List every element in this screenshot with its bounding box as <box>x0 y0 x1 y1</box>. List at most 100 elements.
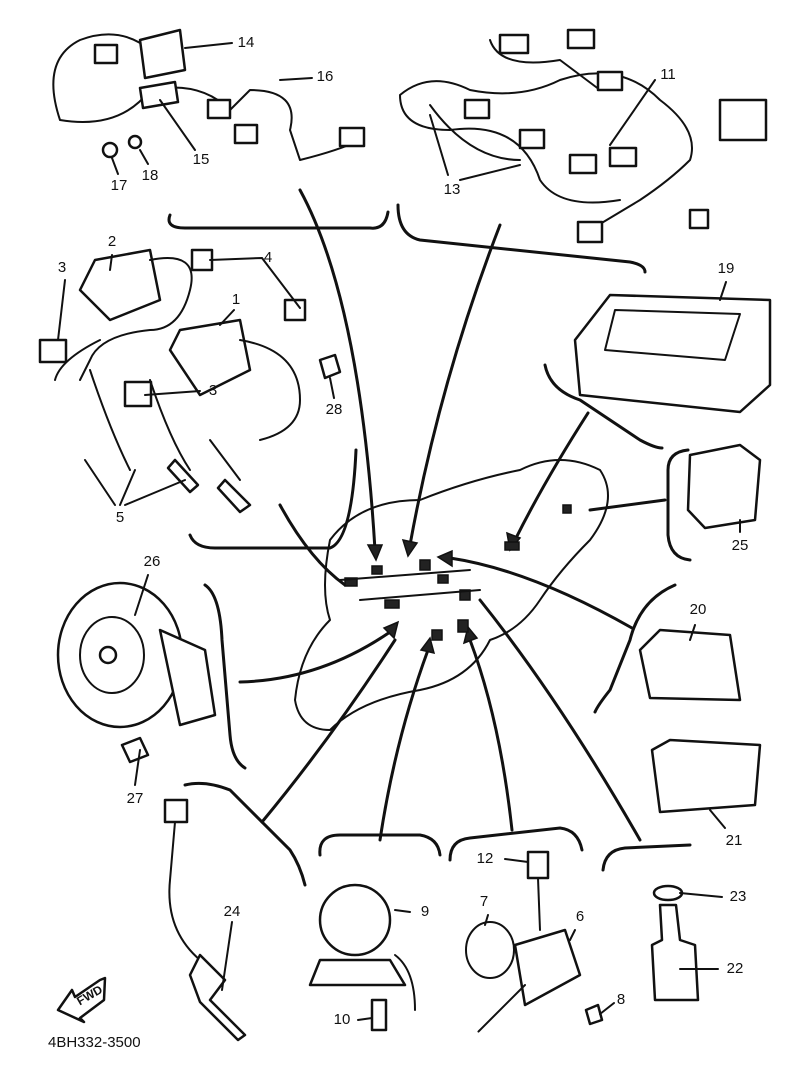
part-number-label: 19 <box>718 260 735 277</box>
bolt-27 <box>120 736 150 764</box>
horn-bracket <box>158 628 217 727</box>
connector <box>93 43 119 65</box>
part-number-label: 26 <box>144 553 161 570</box>
leader-arrow <box>588 498 667 512</box>
arrowhead-icon <box>401 538 419 558</box>
part-number-label: 7 <box>480 893 488 910</box>
o-ring-7 <box>465 921 515 979</box>
wire-harness <box>399 39 693 231</box>
connector <box>518 128 546 150</box>
parts <box>38 28 772 1042</box>
part-number-label: 27 <box>127 790 144 807</box>
leader-arrow <box>468 638 514 832</box>
ignition-coil-2 <box>78 248 162 322</box>
clamp-28 <box>318 353 342 380</box>
part-number-label: 13 <box>444 181 461 198</box>
drawing-code: 4BH332-3500 <box>48 1034 141 1051</box>
ecu-19 <box>573 293 772 414</box>
leader-arrow <box>278 503 347 587</box>
part-number-label: 12 <box>477 850 494 867</box>
relay-3 <box>38 338 68 364</box>
bolt-10 <box>370 998 388 1032</box>
connector <box>576 220 604 244</box>
connector <box>688 208 710 230</box>
bike-mounted-parts <box>339 504 572 641</box>
bracket-relay <box>666 448 692 562</box>
part-number-label: 11 <box>660 66 676 83</box>
part-number-label: 28 <box>326 401 343 418</box>
thermo-switch-22 <box>650 903 700 1002</box>
connector-12 <box>526 850 550 880</box>
relay-21 <box>650 738 762 814</box>
part-number-label: 6 <box>576 908 584 925</box>
connector <box>498 33 530 55</box>
ignition-coil-1 <box>168 318 252 397</box>
horn-26 <box>56 581 184 729</box>
sensor-lead <box>168 821 201 961</box>
part-number-label: 10 <box>334 1011 351 1028</box>
rectifier-regulator-20 <box>638 628 742 702</box>
brake-switch <box>138 28 187 80</box>
part-number-label: 22 <box>727 960 744 977</box>
arrowhead-icon <box>366 544 384 562</box>
spark-plug-leads <box>54 257 301 481</box>
bracket-switch-group <box>167 210 390 230</box>
part-number-label: 9 <box>421 903 429 920</box>
part-number-label: 25 <box>732 537 749 554</box>
connector <box>233 123 259 145</box>
connector <box>463 98 491 120</box>
leader-arrow <box>478 598 642 842</box>
washer <box>127 134 143 150</box>
plug-cap <box>216 478 252 514</box>
motorcycle-frame-outline <box>294 459 609 731</box>
part-number-label: 5 <box>116 509 124 526</box>
rear-brake-switch <box>138 80 180 110</box>
callout-lines <box>57 42 741 1021</box>
o2-sensor-24 <box>188 953 247 1042</box>
part-number-label: 21 <box>726 832 743 849</box>
part-number-label: 17 <box>111 177 128 194</box>
part-number-label: 18 <box>142 167 159 184</box>
washer-23 <box>652 884 684 902</box>
bracket-regulator <box>593 583 677 714</box>
relay-25 <box>686 443 762 530</box>
leader-arrow <box>513 411 590 542</box>
arrowhead-icon <box>436 549 453 568</box>
screw <box>101 141 119 159</box>
connector <box>206 98 232 120</box>
part-number-label: 14 <box>238 34 255 51</box>
bracket-wire-harness <box>396 203 647 274</box>
part-number-label: 24 <box>224 903 241 920</box>
leader-arrow <box>298 188 377 552</box>
bracket-horn <box>203 583 247 770</box>
part-number-label: 15 <box>193 151 210 168</box>
neutral-switch-9 <box>318 883 392 957</box>
part-number-label: 3 <box>58 259 66 276</box>
connector <box>163 798 189 824</box>
bracket-ignition-group <box>188 448 358 550</box>
leader-arrow <box>260 638 397 824</box>
part-number-label: 2 <box>108 233 116 250</box>
part-number-label: 20 <box>690 601 707 618</box>
sensor-6 <box>513 928 582 1007</box>
arrowhead-icon <box>382 620 400 640</box>
part-number-label: 4 <box>264 249 272 266</box>
leader-arrow <box>448 556 634 630</box>
bracket-sensor <box>448 826 584 862</box>
bracket-o2-sensor <box>183 781 307 887</box>
main-connector <box>718 98 768 142</box>
part-number-label: 8 <box>617 991 625 1008</box>
part-number-label: 3 <box>209 382 217 399</box>
connector <box>566 28 596 50</box>
plug-cap <box>166 458 200 494</box>
connector <box>568 153 598 175</box>
connector <box>608 146 638 168</box>
leader-arrow <box>408 223 502 547</box>
leader-arrow <box>378 648 430 842</box>
group-brackets <box>167 203 692 887</box>
connector <box>596 70 624 92</box>
forward-direction-arrow-icon: FWD <box>56 976 107 1024</box>
leader-arrows <box>238 188 667 842</box>
connector <box>338 126 366 148</box>
